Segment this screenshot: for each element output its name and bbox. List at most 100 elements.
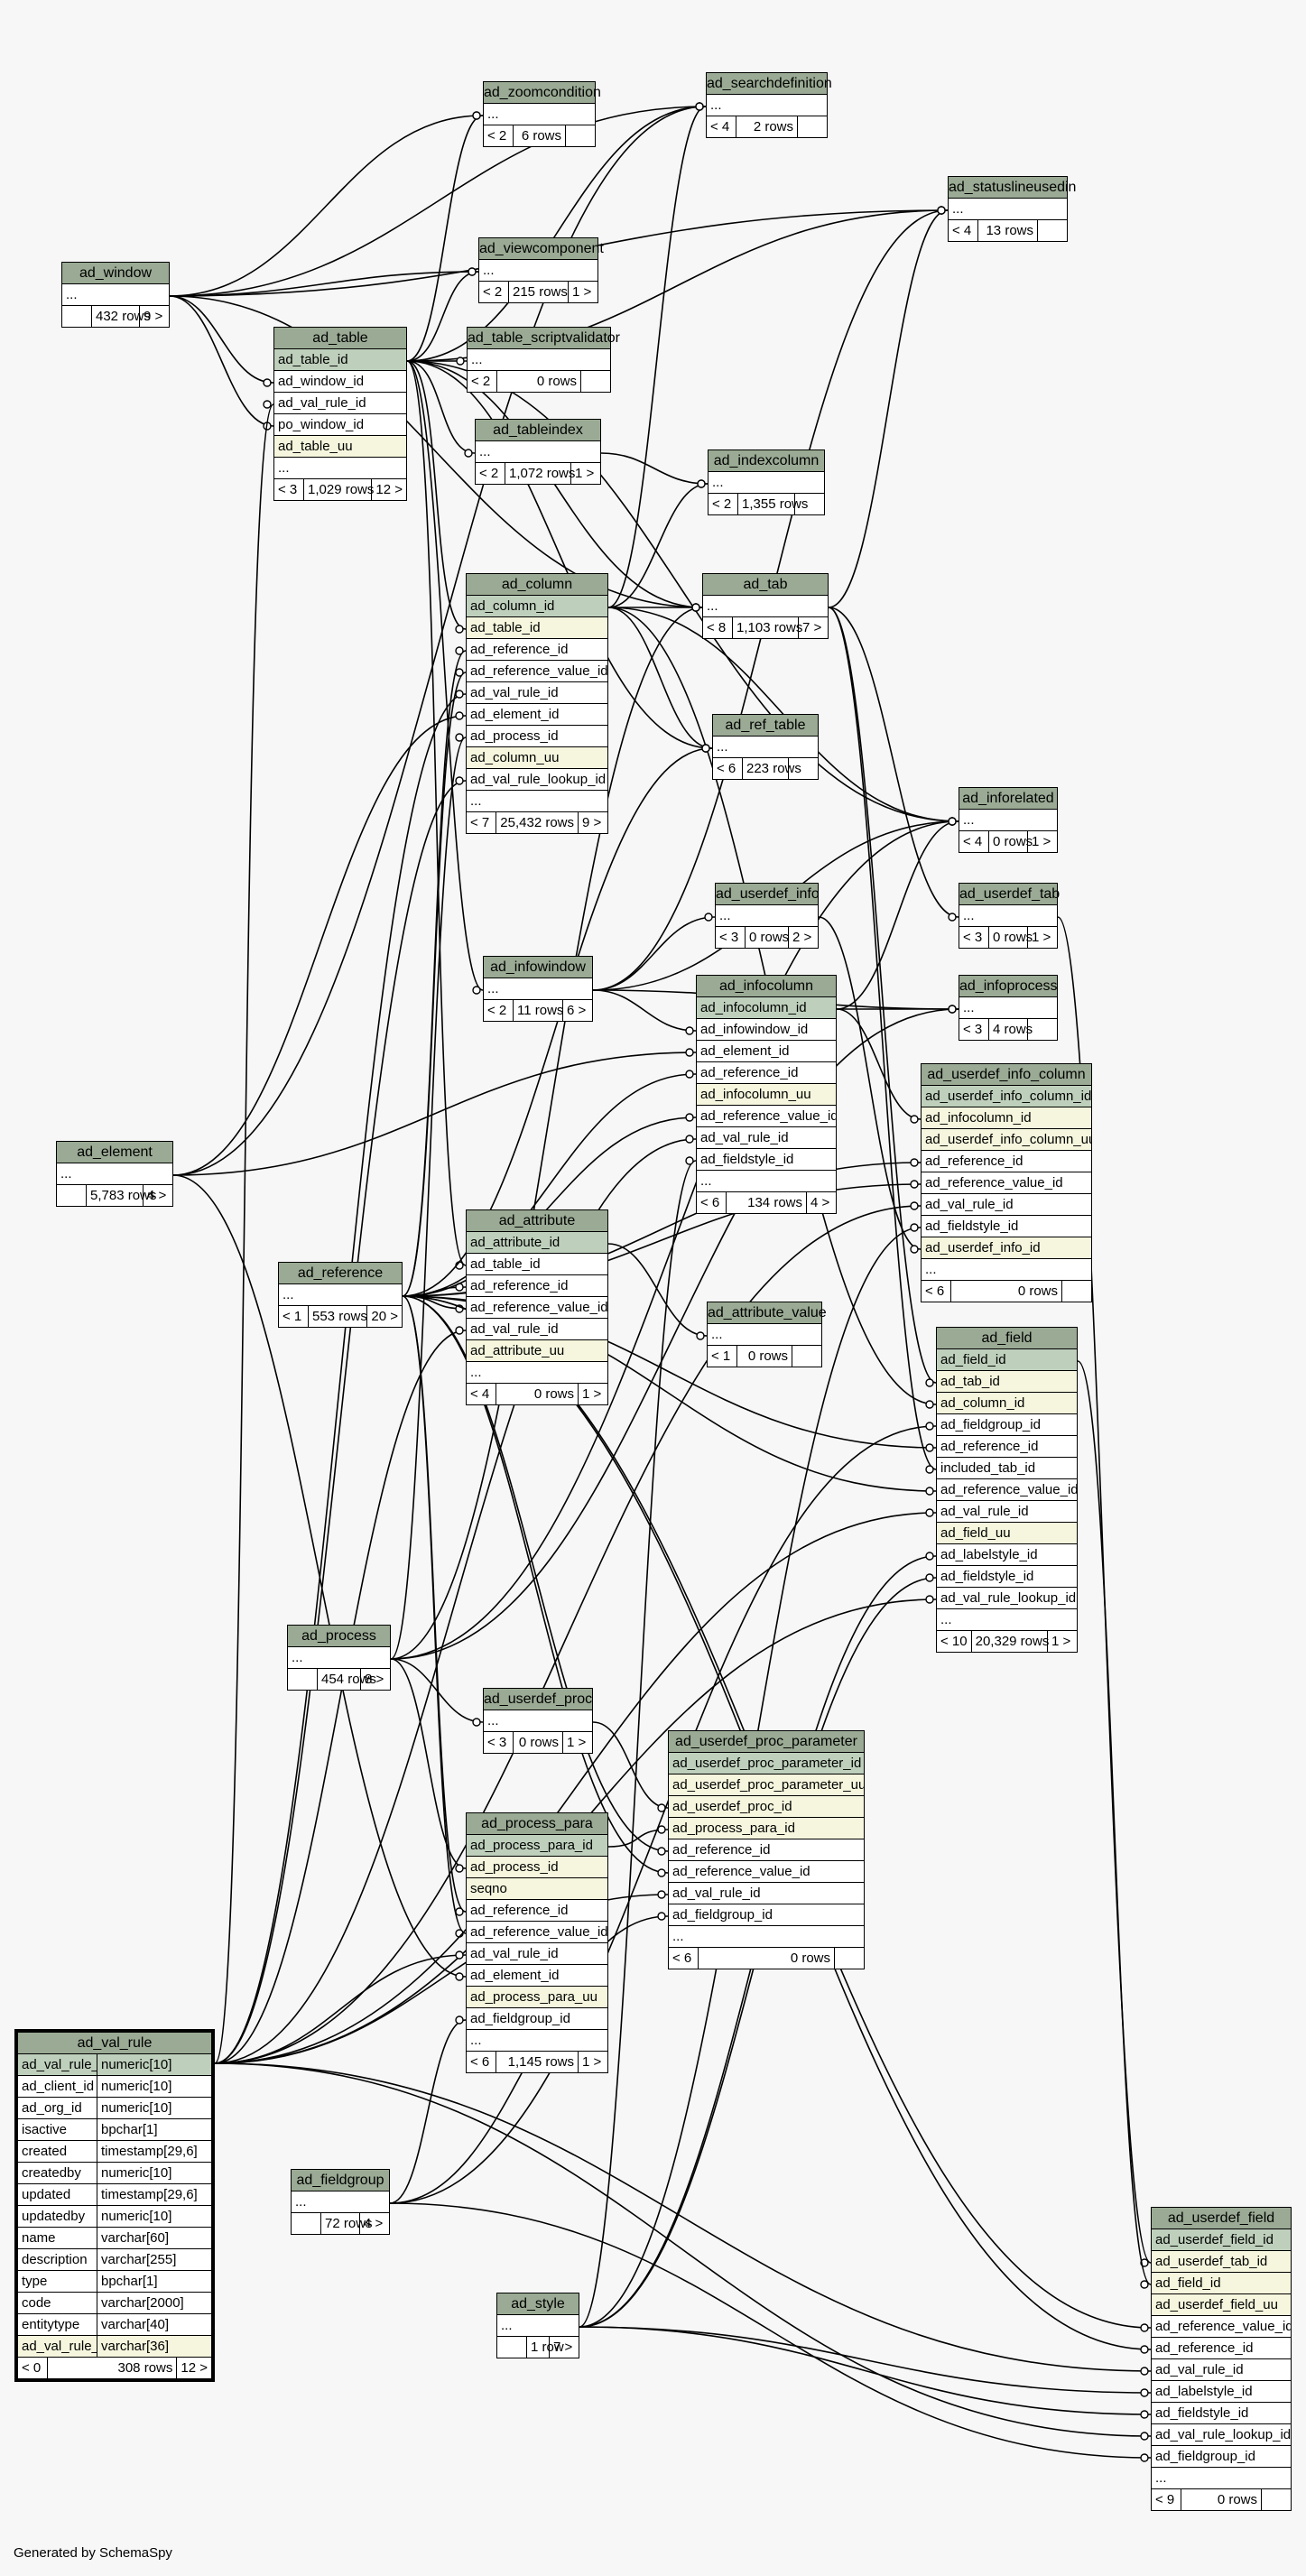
footer-parents (288, 1669, 317, 1690)
column-row: ... (288, 1647, 390, 1669)
footer-children: 1 > (578, 2052, 607, 2072)
column-row: ad_tab_id (937, 1371, 1077, 1393)
relationship-line (1077, 1360, 1152, 2285)
relationship-line (402, 1073, 697, 1297)
column-row: ad_table_id (467, 1254, 607, 1275)
table-header: ad_process (288, 1626, 390, 1647)
table-ad_val_rule[interactable]: ad_val_rulead_val_rule_idnumeric[10]ad_c… (14, 2029, 215, 2382)
column-row: ad_fieldgroup_id (467, 2008, 607, 2030)
column-name: ad_val_rule_id (672, 1886, 761, 1901)
footer-children: 4 > (143, 1185, 172, 1206)
table-header: ad_reference (279, 1263, 402, 1284)
column-row: ... (274, 458, 406, 479)
column-row: ad_field_id (1152, 2273, 1291, 2294)
column-name: ad_table_id (470, 1256, 541, 1272)
column-name: ad_fieldstyle_id (925, 1219, 1019, 1234)
column-row: ad_userdef_tab_id (1152, 2251, 1291, 2273)
footer-children: 1 > (570, 463, 600, 484)
column-name: ad_fieldstyle_id (1155, 2405, 1249, 2421)
optional-marker (691, 603, 700, 612)
optional-marker (910, 1201, 919, 1210)
optional-marker (685, 1113, 694, 1122)
column-name: ad_reference_value_id (470, 663, 607, 679)
footer-row-count: 553 rows (308, 1306, 367, 1327)
column-row: ad_infocolumn_id (922, 1107, 1091, 1129)
column-name: ad_column_id (940, 1395, 1025, 1411)
column-row: ... (279, 1284, 402, 1306)
footer-row-count: 0 rows (496, 1384, 578, 1404)
relationship-line (214, 780, 467, 2064)
column-name: ad_val_rule_id (1155, 2362, 1244, 2377)
footer-row-count: 0 rows (736, 1346, 792, 1367)
optional-marker (472, 111, 481, 120)
column-row: ad_infowindow_id (697, 1019, 836, 1041)
column-name: ad_fieldgroup_id (672, 1907, 773, 1923)
footer-row-count: 0 rows (988, 831, 1033, 852)
column-name: ad_infocolumn_id (925, 1110, 1032, 1126)
column-name: ... (717, 739, 728, 755)
footer-children: 1 > (568, 282, 597, 302)
relationship-line (607, 106, 707, 608)
footer-parents: < 9 (1155, 2492, 1175, 2507)
footer-row-count: 1,072 rows (505, 463, 575, 484)
column-name: po_window_id (278, 417, 365, 432)
column-row: ad_labelstyle_id (937, 1544, 1077, 1566)
column-row: ad_labelstyle_id (1152, 2381, 1291, 2403)
footer-children: 1 > (578, 1384, 607, 1404)
optional-marker (1140, 2323, 1149, 2332)
column-row: ad_table_uu (274, 436, 406, 458)
column-name: ad_table_id (470, 620, 541, 635)
footer-children (794, 494, 824, 514)
column-row: ... (669, 1926, 864, 1948)
column-row: ad_val_rule_id (922, 1194, 1091, 1216)
footer-parents: < 4 (963, 834, 983, 849)
optional-marker (685, 1070, 694, 1079)
footer-row-count: 1 row (526, 2337, 564, 2358)
optional-marker (910, 1158, 919, 1167)
column-name: ... (470, 1365, 482, 1380)
column-name: ad_table_id (278, 352, 348, 367)
column-name: ... (487, 107, 499, 122)
column-type: numeric[10] (97, 2163, 211, 2183)
column-name: ad_val_rule_id (470, 1321, 559, 1337)
column-type: timestamp[29,6] (97, 2184, 211, 2205)
optional-marker (657, 1912, 666, 1921)
column-row: ad_reference_value_id (937, 1479, 1077, 1501)
column-row: ... (716, 905, 818, 927)
column-name: ad_val_rule_lookup_id (1155, 2427, 1291, 2442)
